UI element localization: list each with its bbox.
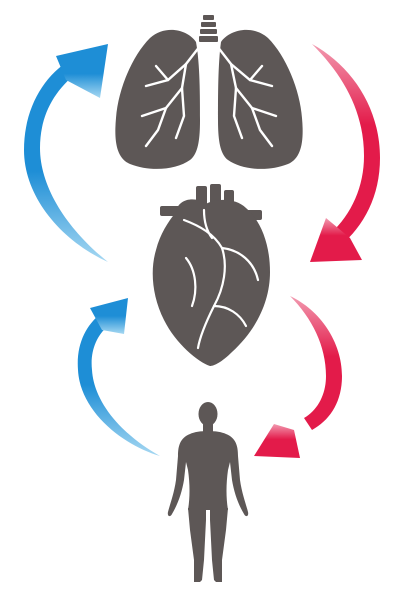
arrow-blue-to-heart [77,298,160,456]
lungs-icon [115,15,303,169]
arrow-red-to-body [254,296,342,458]
arrow-blue-to-lungs [24,44,108,262]
heart-icon [152,184,270,366]
human-body-icon [167,402,249,582]
arrow-red-to-heart [310,44,380,262]
